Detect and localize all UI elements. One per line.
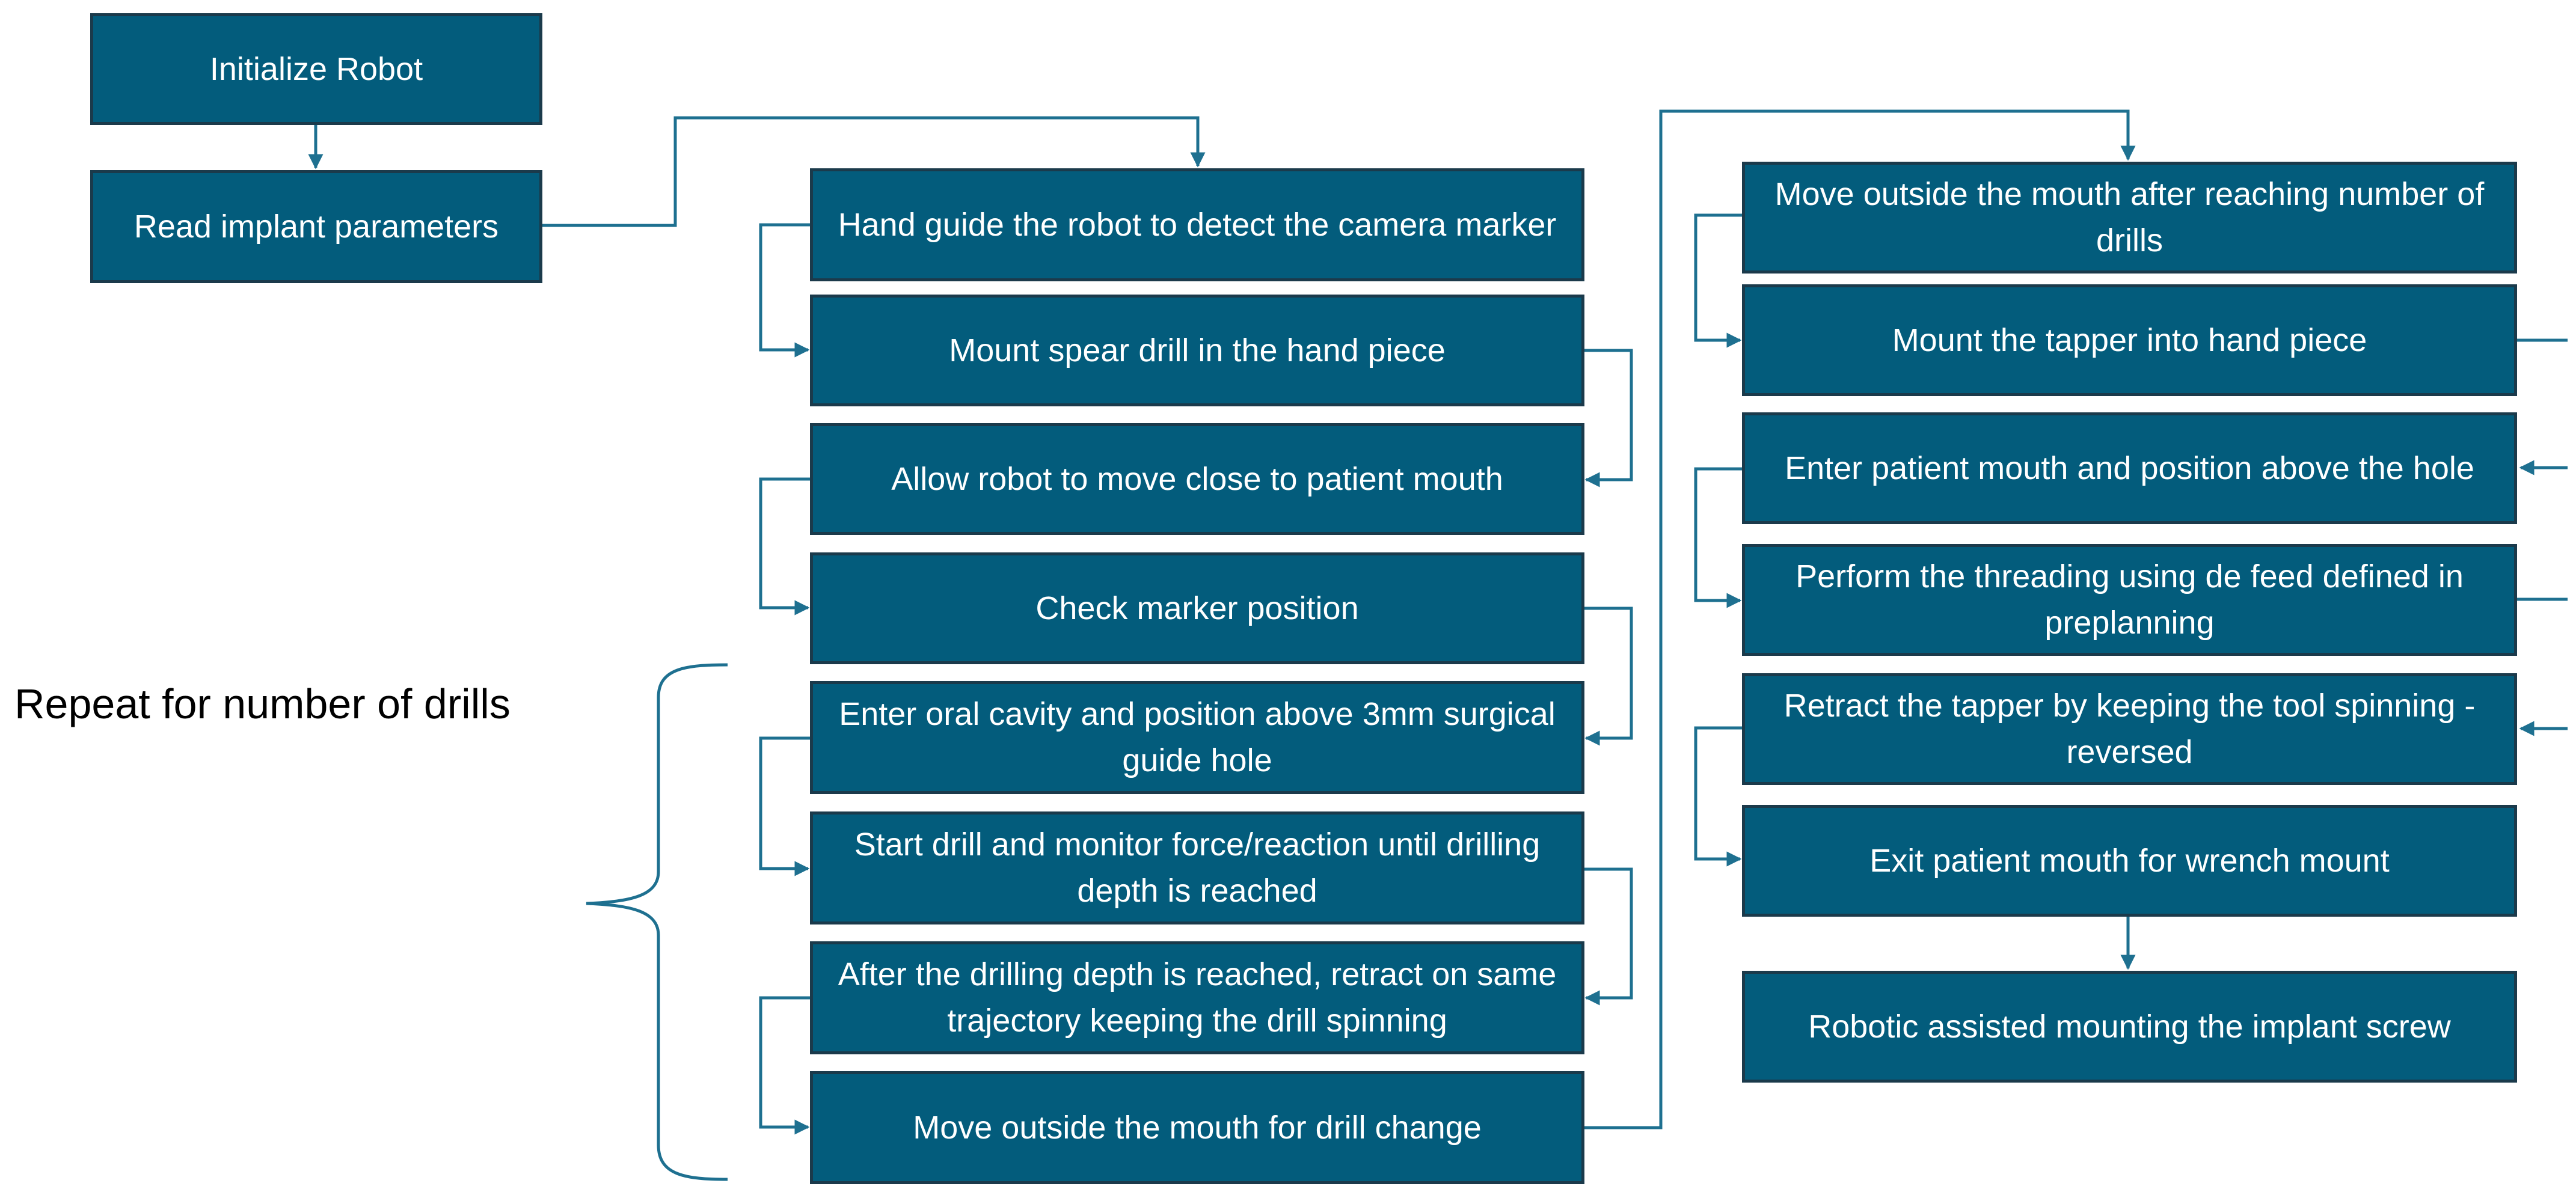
repeat-brace [586, 663, 728, 1181]
step-check-marker-position: Check marker position [810, 552, 1584, 664]
step-start-drill-monitor: Start drill and monitor force/reaction u… [810, 811, 1584, 924]
arrow-enter-mouth-to-threading [1694, 467, 1742, 608]
arrow-start-drill-to-retract [1584, 867, 1633, 1006]
step-enter-mouth-above-hole: Enter patient mouth and position above t… [1742, 412, 2517, 524]
step-retract-tapper: Retract the tapper by keeping the tool s… [1742, 673, 2517, 785]
arrow-enter-cavity-to-start-drill [759, 736, 810, 876]
step-retract-on-trajectory: After the drilling depth is reached, ret… [810, 941, 1584, 1054]
step-read-implant-parameters: Read implant parameters [90, 170, 542, 283]
arrow-retract-to-move-outside [759, 996, 810, 1135]
step-robotic-mounting-screw: Robotic assisted mounting the implant sc… [1742, 971, 2517, 1083]
arrow-read-to-hand-guide [542, 116, 1206, 227]
step-initialize-robot: Initialize Robot [90, 13, 542, 125]
step-hand-guide-camera-marker: Hand guide the robot to detect the camer… [810, 168, 1584, 281]
arrow-check-marker-to-enter-cavity [1584, 607, 1633, 746]
step-perform-threading: Perform the threading using de feed defi… [1742, 544, 2517, 656]
repeat-note: Repeat for number of drills [14, 680, 511, 727]
step-enter-oral-cavity: Enter oral cavity and position above 3mm… [810, 681, 1584, 794]
step-mount-tapper: Mount the tapper into hand piece [1742, 284, 2517, 396]
arrow-retract-tapper-to-exit-mouth [1694, 726, 1742, 867]
step-move-outside-after-drills: Move outside the mouth after reaching nu… [1742, 162, 2517, 274]
step-mount-spear-drill: Mount spear drill in the hand piece [810, 295, 1584, 406]
arrow-move-close-to-check-marker [759, 477, 810, 616]
arrow-move-outside-to-mount-tapper [1694, 213, 1742, 348]
step-exit-mouth-wrench: Exit patient mouth for wrench mount [1742, 805, 2517, 917]
arrow-move-outside-to-right-column [1584, 109, 2136, 1129]
arrow-mount-drill-to-move-close [1584, 349, 1633, 487]
step-move-outside-drill-change: Move outside the mouth for drill change [810, 1071, 1584, 1184]
step-move-close-to-mouth: Allow robot to move close to patient mou… [810, 423, 1584, 535]
arrow-hand-guide-to-mount-drill [759, 223, 810, 358]
